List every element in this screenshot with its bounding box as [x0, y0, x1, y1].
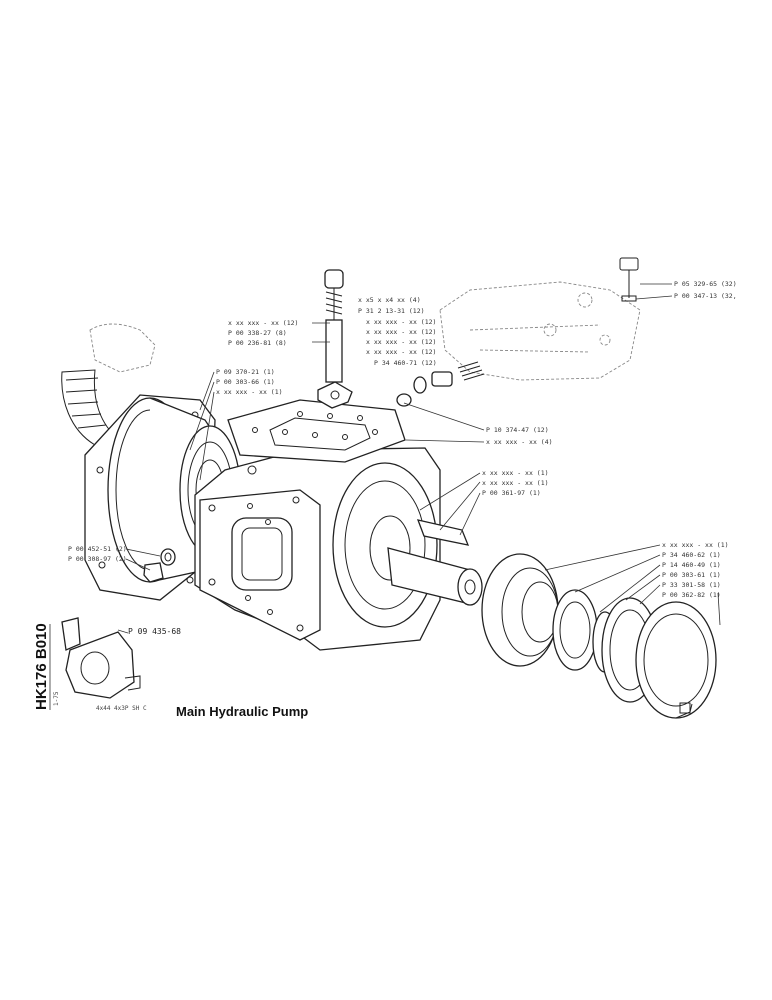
part-label: x xx xxx - xx (1) — [482, 479, 549, 487]
gearbox-housing — [194, 447, 441, 651]
valve-block — [439, 281, 641, 381]
bearing-set — [481, 553, 717, 719]
part-label: x xx xxx - xx (1) — [482, 469, 549, 477]
gasket — [227, 399, 406, 463]
part-label: P 09 370-21 (1) — [216, 368, 275, 376]
valve-spool-parts — [396, 361, 485, 407]
part-label: P 00 308-97 (2) — [68, 555, 127, 563]
shaft-spring-assembly — [317, 269, 353, 409]
plug-and-washer — [143, 548, 176, 583]
part-label: x xx xxx - xx (12) — [366, 318, 436, 326]
part-label: x xx xxx - xx (4) — [486, 438, 553, 446]
part-label: P 00 236-81 (8) — [228, 339, 287, 347]
part-label: P 05 329-65 (32) — [674, 280, 737, 288]
drive-shaft — [387, 519, 483, 606]
part-label: P 10 374-47 (12) — [486, 426, 549, 434]
section-code-small: 1-75 — [53, 691, 60, 706]
diagram-title: Main Hydraulic Pump — [176, 704, 308, 719]
inset-part-label: P 09 435-68 — [128, 627, 181, 636]
part-label: P 34 460-71 (12) — [374, 359, 437, 367]
part-label: x xx xxx - xx (12) — [366, 328, 436, 336]
part-label: x xx xxx - xx (12) — [228, 319, 298, 327]
part-label: x xx xxx - xx (12) — [366, 338, 436, 346]
inset-pump-thumbnail — [61, 617, 141, 699]
footer-note: 4x44 4x3P SH C — [96, 705, 147, 712]
part-label: P 33 301-58 (1) — [662, 581, 721, 589]
part-label: x xx xxx - xx (12) — [366, 348, 436, 356]
part-label: P 00 347-13 (32, — [674, 292, 737, 300]
bolt-top-right — [619, 257, 639, 302]
part-label: x x5 x x4 xx (4) — [358, 296, 421, 304]
part-label: P 00 452-51 (2) — [68, 545, 127, 553]
leader-lines — [117, 283, 721, 634]
part-label: P 14 460-49 (1) — [662, 561, 721, 569]
part-label: P 00 362-82 (1) — [662, 591, 721, 599]
part-label: P 00 303-61 (1) — [662, 571, 721, 579]
part-label: P 31 2 13-31 (12) — [358, 307, 425, 315]
part-label: x xx xxx - xx (1) — [662, 541, 729, 549]
part-number-labels: P 05 329-65 (32) P 00 347-13 (32, x x5 x… — [33, 280, 737, 719]
part-label: P 34 460-62 (1) — [662, 551, 721, 559]
part-label: P 00 303-66 (1) — [216, 378, 275, 386]
part-label: x xx xxx - xx (1) — [216, 388, 283, 396]
part-label: P 00 338-27 (8) — [228, 329, 287, 337]
section-code: HK176 B010 — [33, 623, 50, 710]
part-label: P 00 361-97 (1) — [482, 489, 541, 497]
